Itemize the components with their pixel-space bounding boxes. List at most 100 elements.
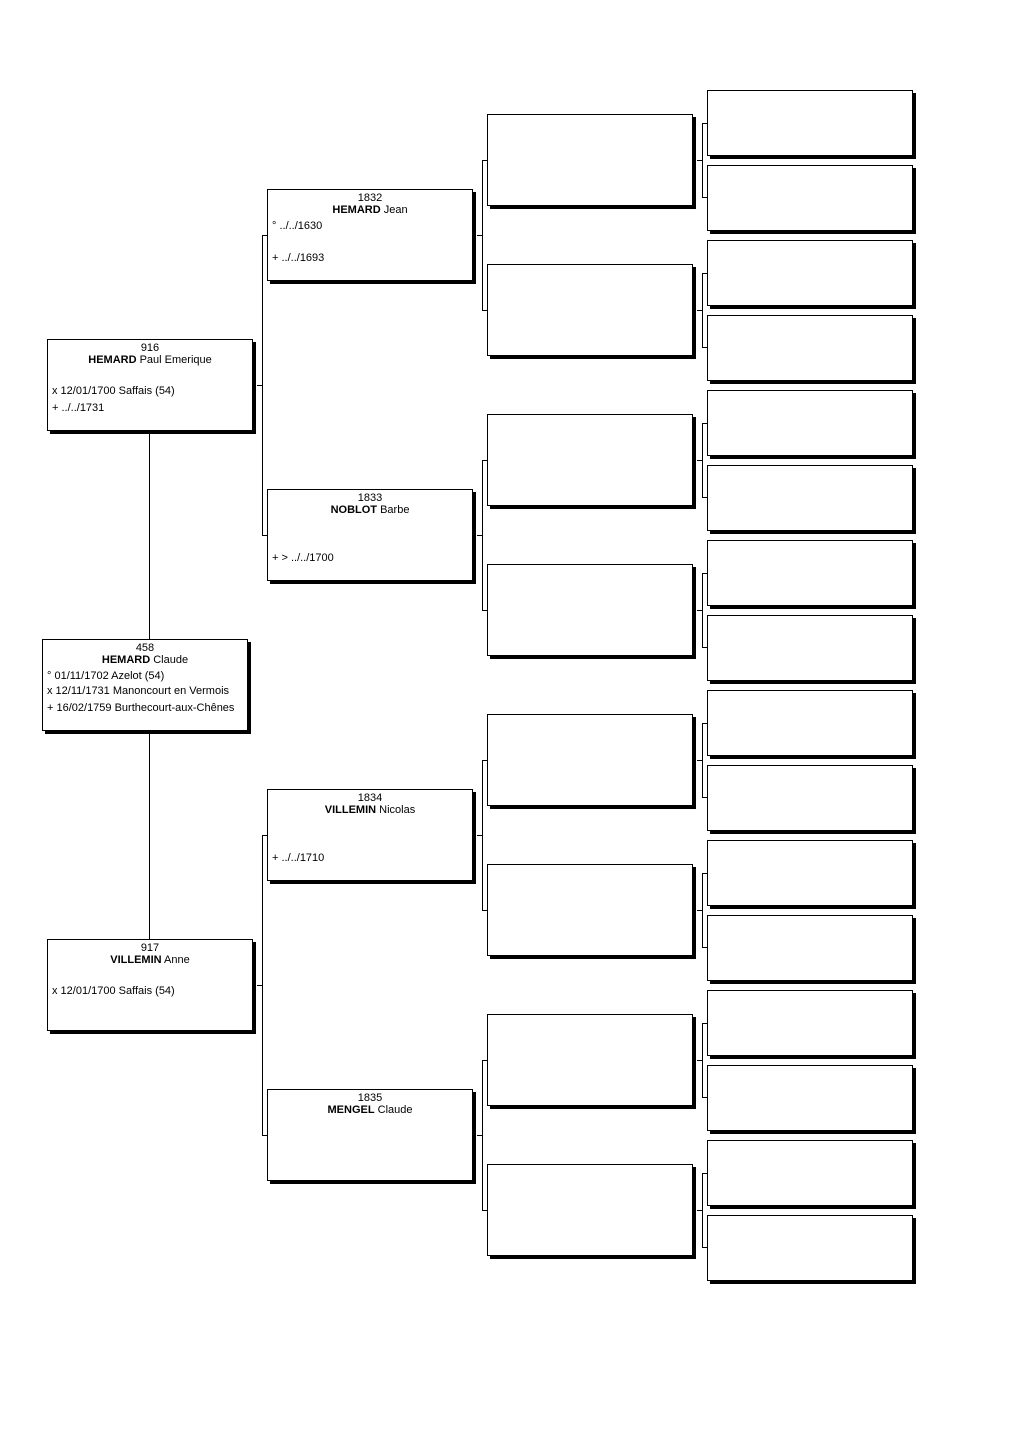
connector (262, 835, 267, 836)
death-event: + ../../1710 (272, 852, 325, 864)
person-box-empty[interactable] (487, 1164, 693, 1256)
connector (702, 1023, 707, 1024)
sosa-number: 1832 (357, 192, 383, 204)
surname: VILLEMIN (110, 954, 162, 966)
death-event: + ../../1731 (52, 402, 105, 414)
person-box-empty[interactable] (707, 840, 913, 906)
person-box-empty[interactable] (707, 240, 913, 306)
person-box-empty[interactable] (487, 864, 693, 956)
person-name: HEMARD Claude (43, 655, 247, 666)
marriage-event: x 12/01/1700 Saffais (54) (52, 385, 175, 397)
connector (262, 235, 263, 536)
person-box-empty[interactable] (707, 615, 913, 681)
surname: HEMARD (101, 654, 151, 666)
connector (482, 160, 483, 311)
person-box-empty[interactable] (707, 915, 913, 981)
person-box-empty[interactable] (707, 390, 913, 456)
connector (482, 610, 487, 611)
person-name: MENGEL Claude (268, 1105, 472, 1116)
person-box-empty[interactable] (707, 540, 913, 606)
person-box-empty[interactable] (487, 714, 693, 806)
marriage-event: x 12/11/1731 Manoncourt en Vermois (47, 685, 230, 697)
person-name: NOBLOT Barbe (268, 505, 472, 516)
connector (149, 733, 150, 940)
person-box-empty[interactable] (487, 264, 693, 356)
connector (702, 573, 703, 648)
marriage-event: x 12/01/1700 Saffais (54) (52, 985, 175, 997)
connector (702, 1247, 707, 1248)
connector (702, 497, 707, 498)
connector (149, 433, 150, 640)
connector (702, 423, 707, 424)
surname: HEMARD (332, 204, 381, 216)
connector (702, 273, 707, 274)
connector (702, 797, 707, 798)
connector (697, 460, 702, 461)
connector (702, 423, 703, 498)
given-name: Jean (383, 204, 408, 216)
person-box-empty[interactable] (487, 564, 693, 656)
connector (702, 123, 703, 198)
person-name: HEMARD Jean (268, 205, 472, 216)
person-box-empty[interactable] (707, 315, 913, 381)
connector (702, 123, 707, 124)
given-name: Paul Emerique (139, 354, 212, 366)
person-box-empty[interactable] (707, 465, 913, 531)
person-box-mother[interactable]: 917 VILLEMIN Anne x 12/01/1700 Saffais (… (47, 939, 253, 1031)
person-box-grandparent[interactable]: 1835 MENGEL Claude (267, 1089, 473, 1181)
connector (257, 985, 262, 986)
connector (482, 310, 487, 311)
sosa-number: 1833 (357, 492, 383, 504)
connector (262, 235, 267, 236)
connector (482, 1060, 483, 1211)
connector (702, 1023, 703, 1098)
person-box-grandparent[interactable]: 1832 HEMARD Jean ° ../../1630 + ../../16… (267, 189, 473, 281)
death-event: + ../../1693 (272, 252, 325, 264)
surname: MENGEL (327, 1104, 375, 1116)
birth-event: ° ../../1630 (272, 220, 323, 232)
connector (262, 535, 267, 536)
person-box-empty[interactable] (707, 1140, 913, 1206)
person-box-empty[interactable] (707, 1215, 913, 1281)
sosa-number: 917 (140, 942, 160, 954)
person-box-empty[interactable] (707, 165, 913, 231)
person-name: VILLEMIN Anne (48, 955, 252, 966)
connector (702, 873, 703, 948)
connector (477, 1135, 482, 1136)
connector (697, 1210, 702, 1211)
connector (702, 647, 707, 648)
connector (482, 910, 487, 911)
connector (482, 760, 483, 911)
connector (702, 197, 707, 198)
person-box-empty[interactable] (707, 90, 913, 156)
given-name: Claude (153, 654, 189, 666)
connector (262, 835, 263, 1136)
sosa-number: 1834 (357, 792, 383, 804)
person-box-empty[interactable] (707, 690, 913, 756)
person-box-empty[interactable] (487, 414, 693, 506)
given-name: Anne (164, 954, 190, 966)
death-event: + 16/02/1759 Burthecourt-aux-Chênes (47, 702, 235, 714)
connector (702, 723, 703, 798)
connector (697, 760, 702, 761)
connector (702, 1173, 703, 1248)
surname: HEMARD (88, 354, 137, 366)
connector (702, 1097, 707, 1098)
person-box-empty[interactable] (487, 1014, 693, 1106)
given-name: Nicolas (379, 804, 416, 816)
surname: VILLEMIN (324, 804, 377, 816)
connector (702, 723, 707, 724)
person-box-empty[interactable] (707, 1065, 913, 1131)
person-name: HEMARD Paul Emerique (48, 355, 252, 366)
connector (482, 160, 487, 161)
person-box-grandparent[interactable]: 1833 NOBLOT Barbe + > ../../1700 (267, 489, 473, 581)
person-box-empty[interactable] (707, 990, 913, 1056)
person-box-empty[interactable] (707, 765, 913, 831)
connector (697, 1060, 702, 1061)
person-box-grandparent[interactable]: 1834 VILLEMIN Nicolas + ../../1710 (267, 789, 473, 881)
connector (262, 1135, 267, 1136)
person-box-father[interactable]: 916 HEMARD Paul Emerique x 12/01/1700 Sa… (47, 339, 253, 431)
person-box-empty[interactable] (487, 114, 693, 206)
person-box-root[interactable]: 458 HEMARD Claude ° 01/11/1702 Azelot (5… (42, 639, 248, 731)
